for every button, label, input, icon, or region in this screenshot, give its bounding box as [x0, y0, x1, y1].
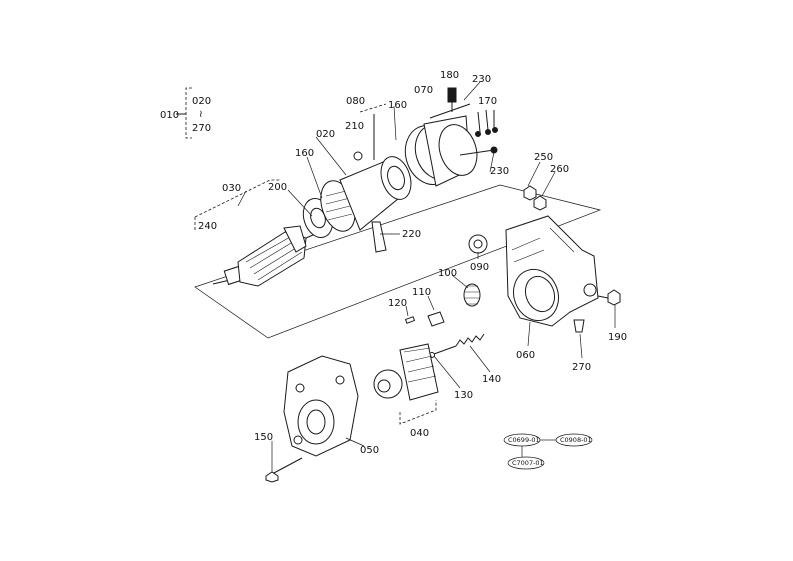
- label-250: 250: [534, 152, 553, 163]
- label-010: 010: [160, 110, 179, 121]
- label-240: 240: [198, 221, 217, 232]
- label-030: 030: [222, 183, 241, 194]
- end-frame: [404, 87, 498, 187]
- fasteners-right: [573, 289, 621, 333]
- label-080: 080: [346, 96, 365, 107]
- yoke-housing: [302, 103, 412, 253]
- ref-label-1: C0699-01: [508, 436, 540, 444]
- label-270-right: 270: [572, 362, 591, 373]
- drive-housing: [505, 215, 599, 327]
- label-040: 040: [410, 428, 429, 439]
- label-230-mid: 230: [490, 166, 509, 177]
- ref-label-3: C7007-01: [512, 459, 544, 467]
- label-020: 020: [316, 129, 335, 140]
- label-140: 140: [482, 374, 501, 385]
- label-230-top: 230: [472, 74, 491, 85]
- label-270-top: 270: [192, 123, 211, 134]
- label-110: 110: [412, 287, 431, 298]
- label-050: 050: [360, 445, 379, 456]
- label-210: 210: [345, 121, 364, 132]
- label-150: 150: [254, 432, 273, 443]
- label-200: 200: [268, 182, 287, 193]
- callout-group-010: [176, 87, 192, 139]
- label-170: 170: [478, 96, 497, 107]
- overrunning-clutch: [373, 343, 439, 425]
- label-070: 070: [414, 85, 433, 96]
- callout-labels: 010 020 ≀ 270 180 230 070 080 170 210 16…: [160, 70, 627, 456]
- label-060: 060: [516, 350, 535, 361]
- label-120: 120: [388, 298, 407, 309]
- armature: [194, 179, 321, 287]
- ref-label-2: C0908-01: [560, 436, 592, 444]
- label-020-top: 020: [192, 96, 211, 107]
- label-130: 130: [454, 390, 473, 401]
- label-tilde: ≀: [199, 109, 203, 120]
- label-220: 220: [402, 229, 421, 240]
- front-housing: [283, 355, 359, 457]
- through-bolt: [265, 457, 303, 483]
- fasteners-top: [353, 109, 498, 161]
- leader-lines: [237, 81, 616, 472]
- reference-ovals: C0699-01 C0908-01 C7007-01: [503, 433, 593, 470]
- label-180: 180: [440, 70, 459, 81]
- gear-set: [404, 234, 488, 327]
- label-090: 090: [470, 262, 489, 273]
- label-190: 190: [608, 332, 627, 343]
- label-160-left: 160: [295, 148, 314, 159]
- label-260: 260: [550, 164, 569, 175]
- label-160-top: 160: [388, 100, 407, 111]
- nuts-250-260: [523, 185, 547, 211]
- assembly-frame-upper: [194, 184, 602, 339]
- label-100: 100: [438, 268, 457, 279]
